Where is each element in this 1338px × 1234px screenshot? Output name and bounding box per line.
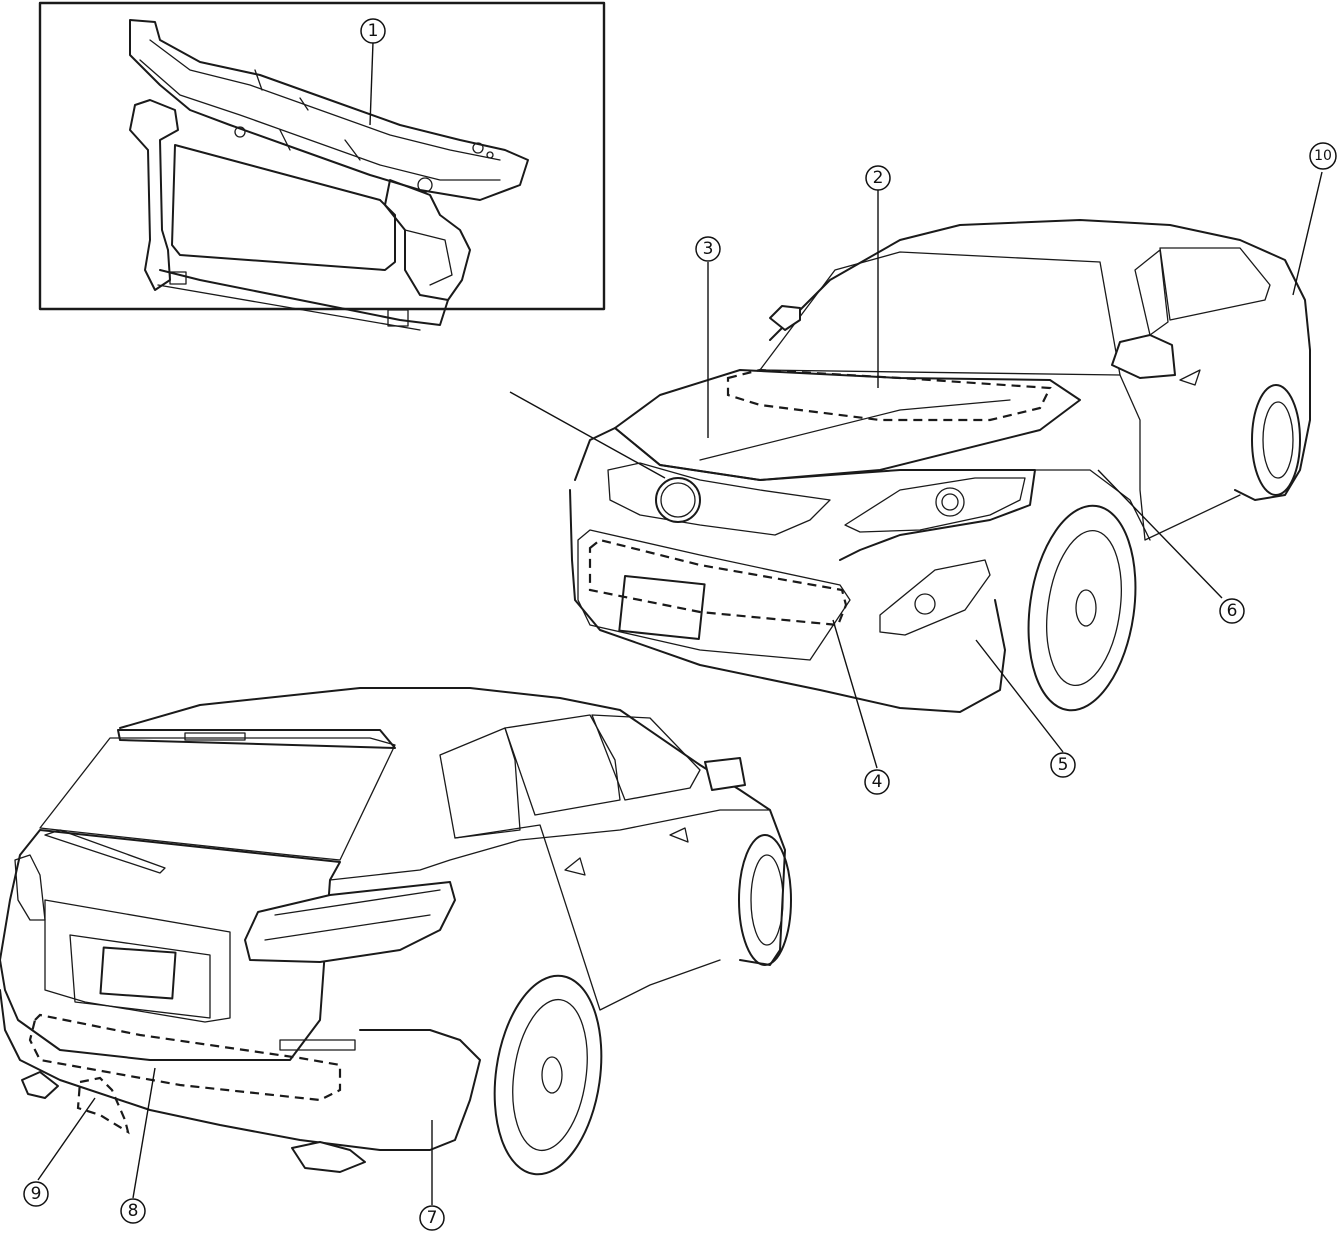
callout-10: 10 — [1309, 142, 1337, 170]
callout-6-label: 6 — [1227, 601, 1238, 621]
callout-3-label: 3 — [703, 239, 714, 259]
callout-5-label: 5 — [1058, 755, 1069, 775]
callout-2: 2 — [865, 165, 891, 191]
rear-vehicle-drawing — [0, 687, 792, 1176]
radiator-support-drawing — [129, 19, 529, 331]
callout-10-label: 10 — [1314, 148, 1332, 164]
leader-lines — [37, 41, 1323, 1205]
inset-box — [38, 1, 606, 311]
inset-pointer-line — [509, 391, 666, 479]
callout-9: 9 — [23, 1181, 49, 1207]
callout-8: 8 — [120, 1198, 146, 1224]
callout-2-label: 2 — [873, 168, 884, 188]
callout-8-label: 8 — [128, 1201, 139, 1221]
front-vehicle-drawing — [569, 219, 1311, 713]
callout-1-label: 1 — [368, 21, 379, 41]
callout-7-label: 7 — [427, 1208, 438, 1228]
callout-5: 5 — [1050, 752, 1076, 778]
callout-4: 4 — [864, 769, 890, 795]
callout-1: 1 — [360, 18, 386, 44]
callout-3: 3 — [695, 236, 721, 262]
callout-4-label: 4 — [872, 772, 883, 792]
callout-6: 6 — [1219, 598, 1245, 624]
callout-9-label: 9 — [31, 1184, 42, 1204]
callout-7: 7 — [419, 1205, 445, 1231]
